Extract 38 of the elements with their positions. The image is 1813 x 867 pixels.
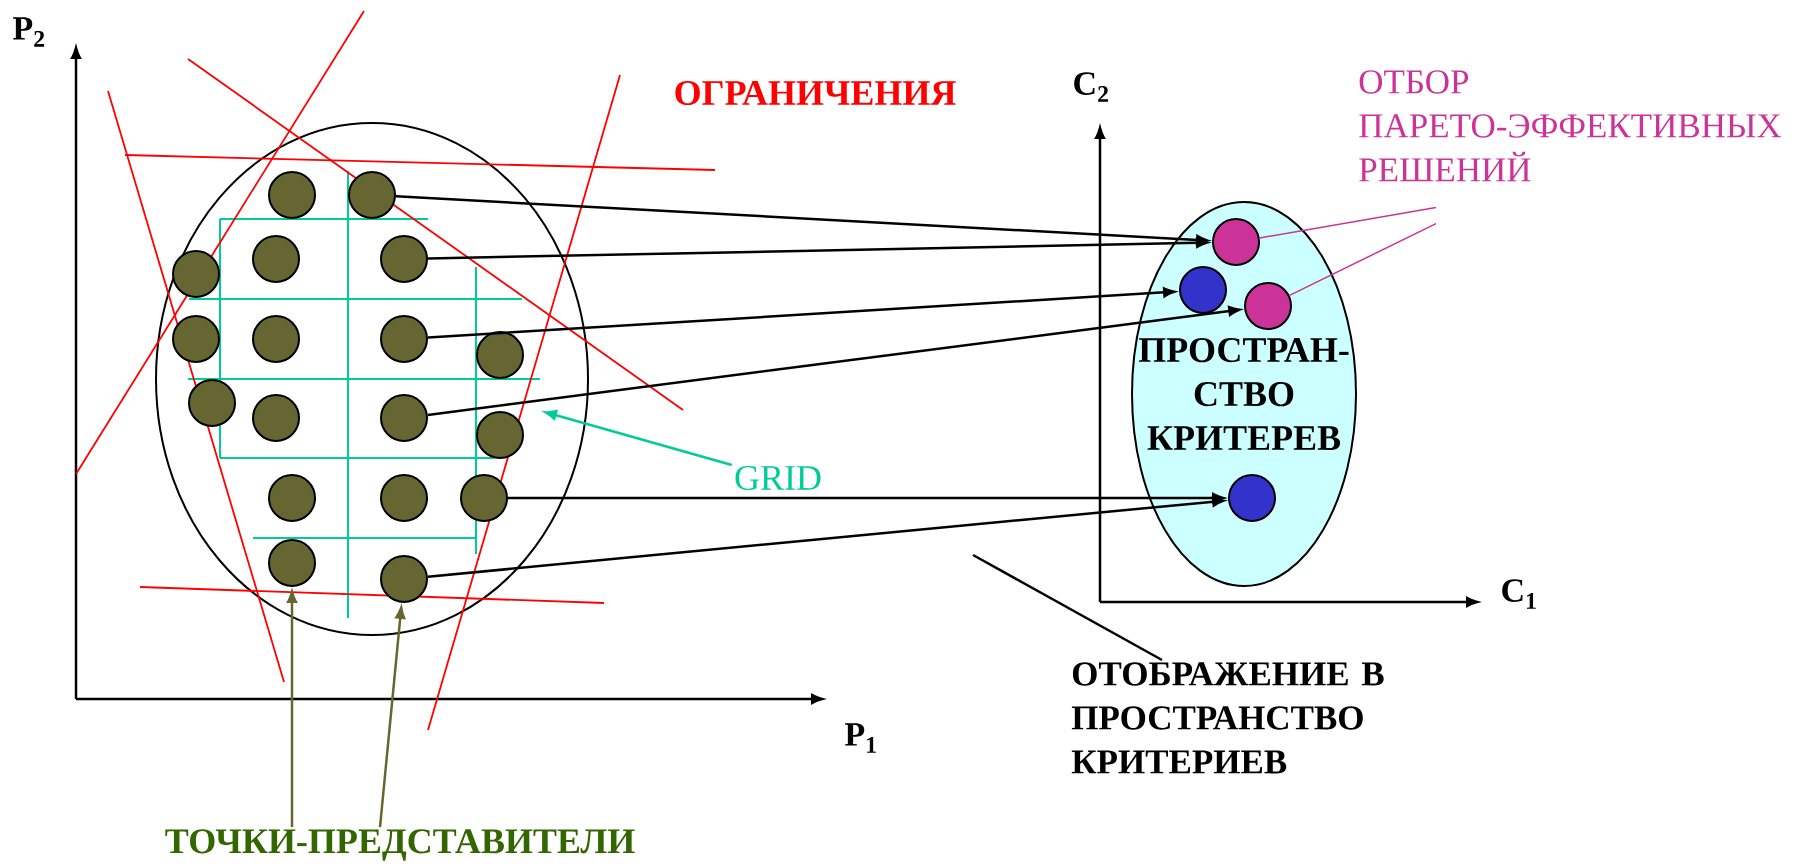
dot xyxy=(1244,282,1292,330)
dot xyxy=(1179,266,1227,314)
dot xyxy=(268,474,316,522)
dot xyxy=(476,411,524,459)
dot xyxy=(380,474,428,522)
dot xyxy=(172,315,220,363)
dot xyxy=(476,331,524,379)
dot xyxy=(188,379,236,427)
dot xyxy=(380,394,428,442)
grid-label: GRID xyxy=(735,465,821,491)
dot xyxy=(252,235,300,283)
dot xyxy=(380,235,428,283)
annotation-text: ОГРАНИЧЕНИЯ xyxy=(675,80,956,106)
ellipse-outline xyxy=(155,122,589,636)
axis-label: C$_{2}$ xyxy=(1074,72,1108,102)
leader-arrow xyxy=(544,410,733,467)
axis-label: C$_{1}$ xyxy=(1502,579,1536,609)
dot xyxy=(172,250,220,298)
leader-line xyxy=(1258,206,1437,239)
dot xyxy=(268,539,316,587)
dot xyxy=(268,171,316,219)
annotation-text: ОТБОР ПАРЕТО-ЭФФЕКТИВНЫХ РЕШЕНИЙ xyxy=(1359,70,1782,182)
leader-line xyxy=(1288,222,1437,297)
dot xyxy=(252,315,300,363)
leader-line xyxy=(972,553,1163,662)
arrow xyxy=(427,496,1225,578)
leader-arrow xyxy=(286,590,298,828)
dot xyxy=(1228,474,1276,522)
dot xyxy=(380,555,428,603)
axis-label: P$_{1}$ xyxy=(845,723,876,753)
dot xyxy=(460,474,508,522)
dot xyxy=(348,171,396,219)
annotation-text: ТОЧКИ-ПРЕДСТАВИТЕЛИ xyxy=(165,829,635,861)
dot xyxy=(252,394,300,442)
axis-label: P$_{2}$ xyxy=(13,17,45,47)
annotation-text: ОТОБРАЖЕНИЕ В ПРОСТРАНСТВО КРИТЕРИЕВ xyxy=(1071,662,1384,774)
dot xyxy=(1212,218,1260,266)
dot xyxy=(380,315,428,363)
